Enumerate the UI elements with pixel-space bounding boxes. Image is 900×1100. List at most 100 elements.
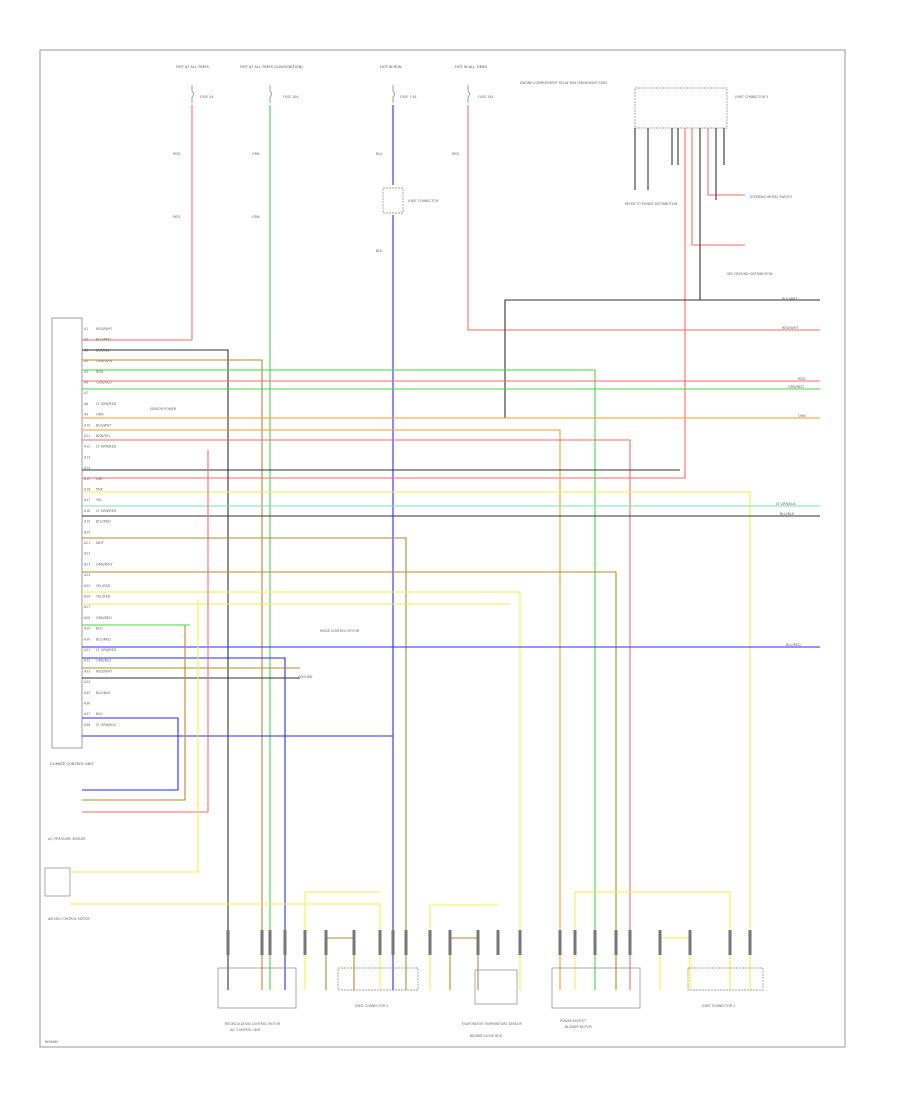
ecm-pin-label: YEL/RED: [96, 584, 111, 588]
ecm-pin-label: BLU/RED: [96, 637, 111, 641]
ecm-pin-number: A16: [84, 488, 90, 492]
ecm-pin-number: A30: [84, 637, 90, 641]
ecm-pin-number: A38: [84, 723, 90, 727]
right-tag-7: BLU/BLK: [780, 512, 795, 516]
right-tag-1: BLK/WHT: [782, 297, 798, 301]
ecm-pin-label: BLU: [96, 712, 103, 716]
bottom-comp-3-sub: BEHIND GLOVE BOX: [470, 1034, 503, 1038]
top-label-2: HOT AT ALL TIMES (LOW/IGNITION): [240, 65, 303, 69]
ecm-pin-number: A29: [84, 627, 90, 631]
top-wire-tags: RED RED GRN GRN BLU BLU RED: [173, 152, 459, 253]
ecm-pin-label: LT GRN/BLK: [96, 723, 116, 727]
right-edge-tags: BLK/WHT RED/WHT RED GRN/RED ORN LT GRN/B…: [776, 297, 806, 647]
ecm-pin-number: A25: [84, 584, 90, 588]
bottom-connector-stubs: [226, 930, 752, 955]
wire-tag-7: RED: [452, 152, 459, 156]
ecm-pin-label: YEL: [96, 498, 102, 502]
ecm-pin-label: YEL/RED: [96, 595, 111, 599]
engine-compartment-label: ENGINE COMPARTMENT RELAY BOX (PASSENGER …: [520, 81, 607, 85]
right-note-1: REFER TO POWER DISTRIBUTION: [625, 202, 678, 206]
callout-ground: GROUND: [298, 675, 313, 679]
left-sensor-wire-1: [70, 600, 199, 873]
ecm-pin-label: ORN/BLU: [96, 659, 112, 663]
ecm-pin-number: A15: [84, 477, 90, 481]
fuse-label-2: FUSE 10A: [283, 95, 299, 99]
ecm-pin-number: A10: [84, 423, 90, 427]
joint-connector-box: [382, 187, 404, 214]
ecm-pin-label: ORN: [96, 413, 104, 417]
ecm-pin-label: ORN/GRN: [96, 359, 113, 363]
ecm-pin-label: LT GRN/RED: [96, 445, 117, 449]
ecm-pin-label: GRN/WHT: [96, 562, 114, 566]
ecm-pin-number: A11: [84, 434, 90, 438]
joint-connector-3-label: JOINT CONNECTOR 3: [734, 95, 768, 99]
ecm-pin-number: A23: [84, 562, 90, 566]
ecm-horizontal-wires: [82, 349, 820, 990]
ecm-pin-number: A32: [84, 659, 90, 663]
ecm-pin-label: LT GRN/RED: [96, 509, 117, 513]
ecm-pin-number: A5: [84, 370, 88, 374]
bottom-comp-2-title: JOINT CONNECTOR 2: [354, 1004, 388, 1008]
ecm-pin-label: BLU: [96, 627, 103, 631]
top-right-connector: REFER TO POWER DISTRIBUTION STEERING WHE…: [82, 87, 792, 479]
callout-mode-control: MODE CONTROL MOTOR: [320, 629, 360, 633]
climate-control-unit: [51, 317, 83, 749]
fuse-label-1: FUSE 5A: [200, 95, 214, 99]
joint-connector-2-box: [337, 967, 419, 991]
left-sensor-wire-2: [70, 903, 381, 990]
ecm-title: CLIMATE CONTROL UNIT: [50, 762, 95, 766]
ecm-pin-number: A12: [84, 445, 90, 449]
ecm-pin-number: A17: [84, 498, 90, 502]
ecm-pin-label: BLK/WHT: [96, 423, 112, 427]
wire-tag-3: GRN: [252, 152, 260, 156]
ecm-pin-number: A7: [84, 391, 88, 395]
right-tag-4: GRN/RED: [788, 385, 804, 389]
ecm-pin-number: A33: [84, 669, 90, 673]
ecm-pin-label: BLU/RED: [96, 338, 111, 342]
right-note-2: STEERING WHEEL SWITCH: [750, 195, 792, 199]
top-label-4: HOT IN ALL TIMES: [455, 65, 488, 69]
ecm-pin-label: LT GRN/RED: [96, 648, 117, 652]
ecm-pin-number: A19: [84, 520, 90, 524]
evap-sensor-box: [474, 969, 518, 1005]
ecm-pin-label: BLU/RED: [96, 520, 111, 524]
right-note-3: SEE GROUND DISTRIBUTION: [727, 272, 773, 276]
left-sensor-2: AIR MIX CONTROL MOTOR: [48, 917, 91, 921]
ecm-pin-label: BLU/BLK: [96, 691, 111, 695]
right-tag-8: BLU/RED: [786, 643, 801, 647]
bottom-comp-4-title: POWER MOSFET: [560, 1019, 586, 1023]
ecm-pin-number: A36: [84, 702, 90, 706]
bottom-comp-3-title: EVAPORATOR TEMPERATURE SENSOR: [462, 1022, 522, 1026]
top-label-1: HOT AT ALL TIMES: [176, 65, 210, 69]
ecm-pin-label: RED/WHT: [96, 327, 113, 331]
diagram-frame: [39, 49, 846, 1048]
bottom-components: RECIRCULATION CONTROL MOTOR A/C CONTROL …: [217, 967, 764, 1038]
ecm-pin-number: A4: [84, 359, 88, 363]
left-sensor-box: [44, 867, 71, 897]
ecm-pin-number: A1: [84, 327, 88, 331]
ecm-pin-number: A31: [84, 648, 90, 652]
right-tag-6: LT GRN/BLK: [776, 502, 796, 506]
ecm-pin-number: A2: [84, 338, 88, 342]
ecm-pin-number: A24: [84, 573, 90, 577]
fuse-symbols: [191, 85, 470, 103]
bottom-comp-1-title: RECIRCULATION CONTROL MOTOR: [225, 1022, 281, 1026]
wire-tag-4: GRN: [252, 215, 260, 219]
ecm-pin-number: A21: [84, 541, 90, 545]
ecm-pin-number: A8: [84, 402, 88, 406]
bottom-comp-5-title: JOINT CONNECTOR 1: [701, 1004, 735, 1008]
recirculation-motor-box: [217, 967, 297, 1009]
top-label-3: HOT IN RUN: [380, 65, 402, 69]
ecm-pin-number: A34: [84, 680, 90, 684]
power-mosfet-box: [551, 967, 641, 1009]
bottom-comp-1-sub: A/C CONTROL UNIT: [230, 1028, 261, 1032]
ecm-pin-label: RED/WHT: [96, 669, 113, 673]
right-tag-3: RED: [798, 377, 805, 381]
ecm-pin-label: RED: [96, 370, 103, 374]
ecm-pin-number: A22: [84, 552, 90, 556]
ecm-pin-label: WHT: [96, 541, 105, 545]
ecm-pin-label: GRY: [96, 477, 104, 481]
fuse-label-3: FUSE 7.5A: [400, 95, 417, 99]
